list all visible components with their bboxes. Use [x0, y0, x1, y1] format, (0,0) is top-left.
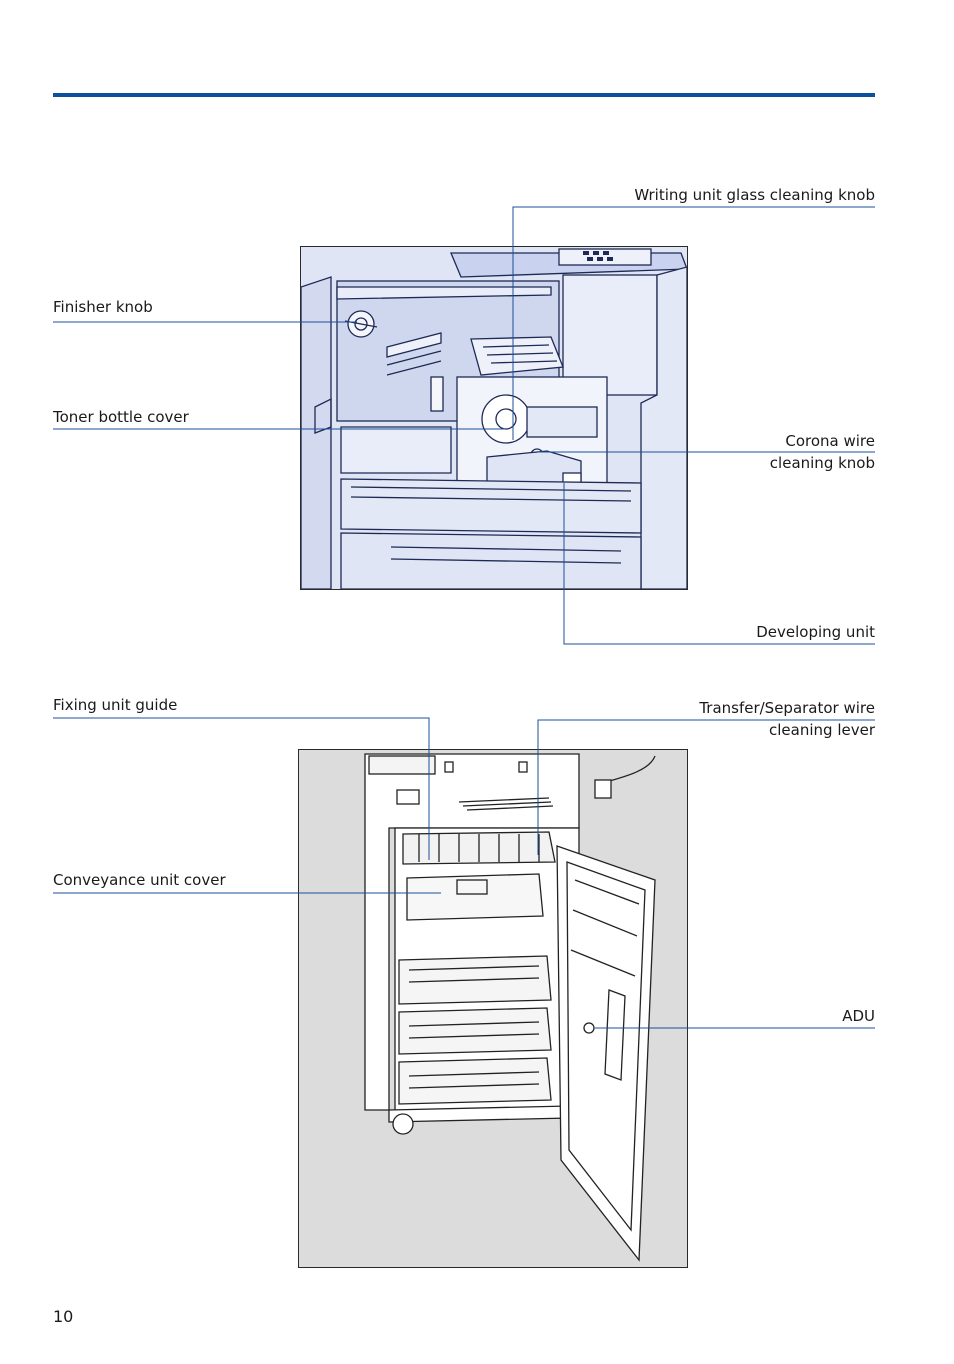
label-writing-unit-glass-cleaning-knob: Writing unit glass cleaning knob	[634, 184, 875, 206]
label-fixing-unit-guide: Fixing unit guide	[53, 694, 177, 716]
label-text-line2: cleaning lever	[769, 721, 875, 739]
label-transfer-separator-wire-cleaning-lever: Transfer/Separator wire cleaning lever	[699, 697, 875, 741]
page-number: 10	[53, 1307, 74, 1326]
label-text: Fixing unit guide	[53, 696, 178, 714]
header-rule	[53, 93, 875, 97]
label-conveyance-unit-cover: Conveyance unit cover	[53, 869, 226, 891]
label-text: Conveyance unit cover	[53, 871, 226, 889]
label-text: Writing unit glass cleaning knob	[634, 186, 875, 204]
copier-side-illustration	[298, 749, 688, 1268]
label-text-line1: Corona wire	[785, 432, 875, 450]
label-finisher-knob: Finisher knob	[53, 296, 153, 318]
label-adu: ADU	[842, 1005, 875, 1027]
copier-front-illustration	[300, 246, 688, 590]
label-text: ADU	[842, 1007, 875, 1025]
label-corona-wire-cleaning-knob: Corona wire cleaning knob	[770, 430, 875, 474]
label-text: Toner bottle cover	[53, 408, 189, 426]
label-toner-bottle-cover: Toner bottle cover	[53, 406, 189, 428]
label-text: Finisher knob	[53, 298, 153, 316]
label-text: Developing unit	[756, 623, 875, 641]
label-text-line2: cleaning knob	[769, 454, 875, 472]
label-developing-unit: Developing unit	[756, 621, 875, 643]
label-text-line1: Transfer/Separator wire	[699, 699, 875, 717]
